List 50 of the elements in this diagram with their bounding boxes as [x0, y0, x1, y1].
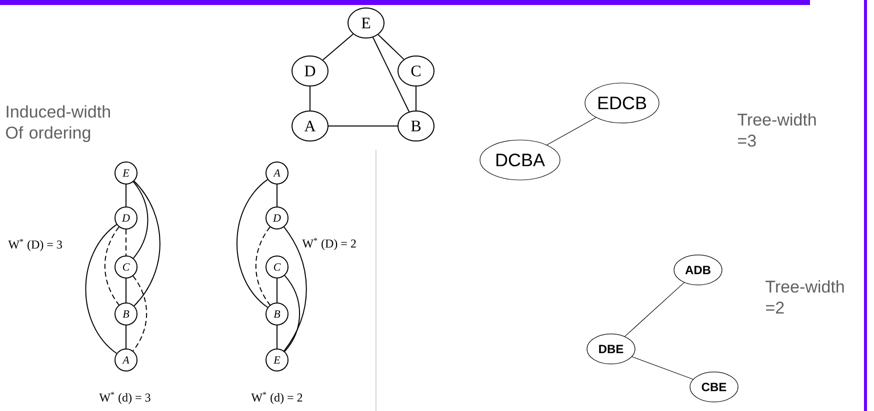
ordering-node: B: [266, 302, 288, 326]
graph-node: D: [292, 56, 328, 86]
cluster-node: DCBA: [480, 140, 560, 180]
graph-node: C: [398, 56, 434, 86]
cluster-node: DBE: [586, 334, 636, 364]
ordering-node: D: [266, 206, 288, 230]
caption-text: Tree-width =3: [738, 113, 816, 147]
ordering-node: A: [266, 162, 288, 184]
edge-line: [372, 36, 410, 112]
ordering-node: C: [266, 255, 288, 278]
edge-line: [546, 117, 596, 146]
width-label: W$^{*}$ (d) = 2: [251, 392, 302, 404]
caption-text: Induced-width Of ordering: [6, 105, 110, 142]
cluster-node: ADB: [674, 254, 722, 286]
edge-line: [276, 278, 278, 303]
edge-line: [624, 282, 684, 337]
edge-line: [85, 224, 118, 354]
ordering-node: E: [114, 162, 138, 184]
caption-text: Tree-width =2: [766, 280, 844, 314]
ordering-node: E: [266, 348, 288, 372]
edge-line: [134, 180, 160, 306]
graph-node: B: [398, 110, 434, 142]
graph-node: A: [292, 110, 328, 142]
cluster-node: CBE: [690, 372, 738, 402]
ordering-node: A: [114, 348, 138, 372]
edge-line: [104, 226, 120, 306]
ordering-node: B: [114, 302, 138, 326]
edge-line: [378, 34, 404, 60]
edge-line: [284, 226, 307, 352]
ordering-node: C: [114, 255, 138, 278]
width-label: W$^{*}$ (D) = 3: [8, 238, 62, 252]
edge-line: [236, 179, 268, 308]
edge-line: [132, 181, 148, 259]
edge-line: [126, 278, 127, 303]
edge-line: [126, 324, 127, 349]
edge-line: [126, 184, 127, 207]
edge-line: [632, 356, 694, 380]
edge-line: [126, 229, 127, 256]
ordering-node: D: [114, 206, 138, 230]
edge-line: [132, 276, 148, 352]
cluster-node: EDCB: [584, 82, 660, 124]
graph-node: E: [348, 8, 384, 38]
edge-line: [322, 34, 354, 60]
edge-line: [284, 275, 300, 352]
width-label: W$^{*}$ (D) = 2: [302, 238, 356, 250]
edge-line: [255, 226, 270, 306]
width-label: W$^{*}$ (d) = 3: [99, 392, 150, 404]
edge-line: [276, 184, 278, 207]
edge-line: [276, 324, 278, 349]
edge-line: [328, 125, 398, 126]
